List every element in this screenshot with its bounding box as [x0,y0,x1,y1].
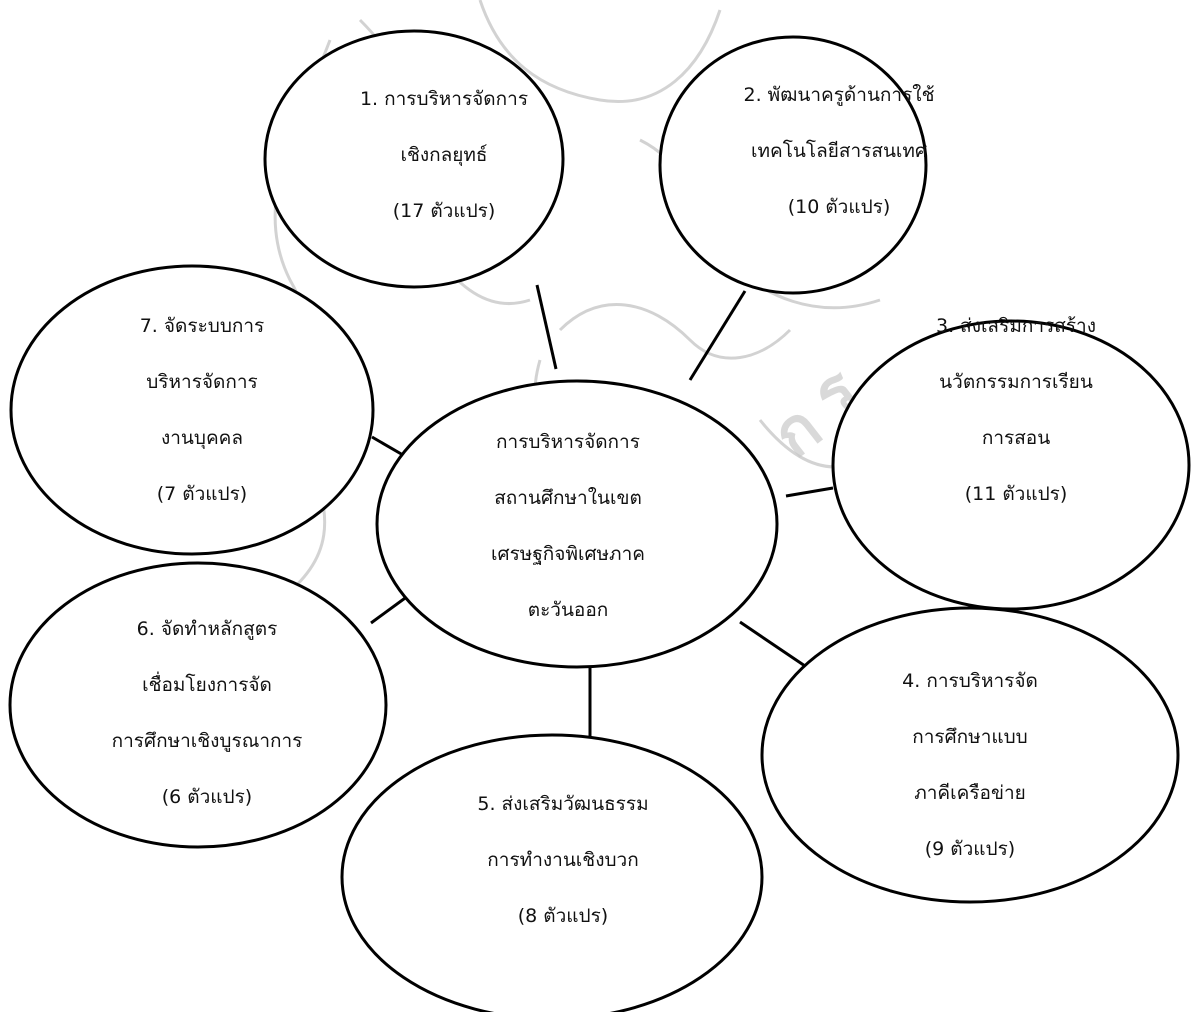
center-label: การบริหารจัดการ สถานศึกษาในเขต เศรษฐกิจพ… [491,414,645,638]
node-label-line: (9 ตัวแปร) [924,838,1016,860]
node-ellipse-7 [9,264,375,556]
node-label-line: (6 ตัวแปร) [161,786,253,808]
center-label-line: ตะวันออก [527,599,609,621]
node-label-line: 2. พัฒนาครูด้านการใช้ [743,84,935,106]
node-label-2: 2. พัฒนาครูด้านการใช้ เทคโนโลยีสารสนเทศ … [744,67,935,235]
node-label-line: 7. จัดระบบการ [139,315,265,337]
node-ellipse-1 [263,29,565,289]
node-label-line: (8 ตัวแปร) [517,905,609,927]
center-label-line: สถานศึกษาในเขต [494,487,642,509]
node-label-line: 4. การบริหารจัด [902,670,1038,692]
node-label-line: นวัตกรรมการเรียน [939,371,1093,393]
node-label-5: 5. ส่งเสริมวัฒนธรรม การทำงานเชิงบวก (8 ต… [477,776,648,944]
node-label-line: 1. การบริหารจัดการ [359,88,529,110]
center-ellipse [375,379,779,669]
node-label-line: การศึกษาเชิงบูรณาการ [111,730,303,752]
node-ellipse-5 [340,733,764,1012]
node-label-3: 3. ส่งเสริมการสร้าง นวัตกรรมการเรียน การ… [936,298,1096,522]
center-label-line: การบริหารจัดการ [496,431,640,453]
node-label-line: การศึกษาแบบ [912,726,1028,748]
node-label-1: 1. การบริหารจัดการ เชิงกลยุทธ์ (17 ตัวแป… [360,71,528,239]
connector-line-1 [535,284,558,370]
node-label-line: 5. ส่งเสริมวัฒนธรรม [477,793,649,815]
node-ellipse-3 [831,319,1191,611]
node-label-line: (10 ตัวแปร) [787,196,891,218]
connector-line-4 [739,620,809,670]
connector-line-3 [785,486,834,498]
connector-line-7 [371,435,404,457]
center-label-line: เศรษฐกิจพิเศษภาค [491,543,645,565]
node-label-line: (7 ตัวแปร) [156,483,248,505]
node-label-line: เทคโนโลยีสารสนเทศ [750,140,928,162]
node-label-line: การสอน [981,427,1051,449]
node-label-line: เชื่อมโยงการจัด [142,674,272,696]
node-label-line: ภาคีเครือข่าย [914,782,1026,804]
node-label-7: 7. จัดระบบการ บริหารจัดการ งานบุคคล (7 ต… [140,298,265,522]
node-ellipse-2 [658,35,928,295]
node-label-line: เชิงกลยุทธ์ [400,144,488,166]
node-label-line: (17 ตัวแปร) [392,200,496,222]
connector-line-2 [688,290,747,381]
node-label-line: (11 ตัวแปร) [964,483,1068,505]
node-label-line: บริหารจัดการ [146,371,258,393]
node-ellipse-6 [8,561,388,849]
node-label-4: 4. การบริหารจัด การศึกษาแบบ ภาคีเครือข่า… [902,653,1038,877]
node-label-line: งานบุคคล [160,427,244,449]
node-ellipse-4 [760,606,1180,904]
node-label-6: 6. จัดทำหลักสูตร เชื่อมโยงการจัด การศึกษ… [112,601,303,825]
node-label-line: การทำงานเชิงบวก [487,849,639,871]
node-label-line: 6. จัดทำหลักสูตร [136,618,278,640]
node-label-line: 3. ส่งเสริมการสร้าง [936,315,1096,337]
